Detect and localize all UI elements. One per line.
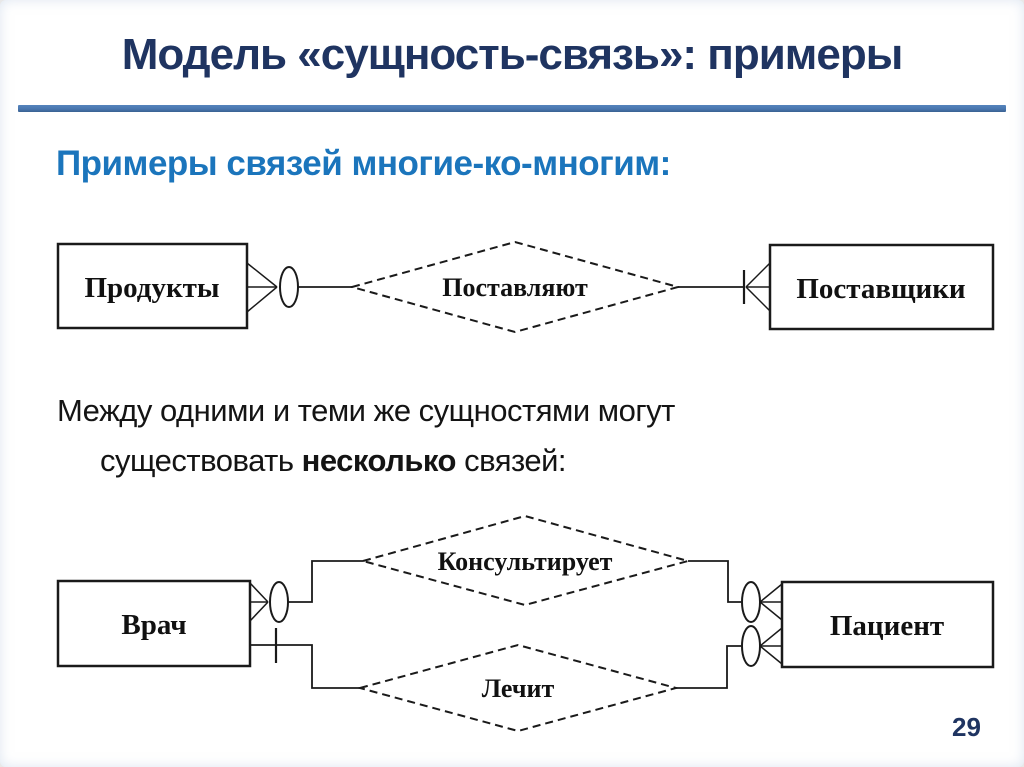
connector-line	[688, 560, 741, 603]
entity-box-products	[56, 242, 249, 330]
body-text-line2: существовать несколько связей:	[100, 443, 567, 479]
diagram-doctor-patient: Врач Консультирует Лечит	[56, 514, 995, 733]
relationship-diamond-consults	[359, 514, 692, 607]
diagram-products-suppliers: Продукты Поставляют Поставщики	[56, 240, 995, 334]
section-subtitle: Примеры связей многие-ко-многим:	[56, 144, 671, 183]
optional-oval-icon	[269, 581, 289, 623]
crow-foot-icon	[249, 582, 269, 622]
relationship-label-treats: Лечит	[482, 674, 555, 703]
crow-foot-icon	[759, 583, 783, 621]
connector-line	[676, 645, 741, 689]
optional-oval-icon	[741, 625, 761, 667]
body-text-line2-bold: несколько	[301, 443, 457, 478]
entity-label-doctor: Врач	[121, 609, 186, 641]
body-text-line2-suffix: связей:	[455, 443, 567, 478]
crow-foot-icon	[745, 262, 771, 312]
slide-title: Модель «сущность-связь»: примеры	[121, 30, 904, 79]
entity-label-products: Продукты	[84, 272, 219, 304]
entity-box-patient	[780, 580, 995, 669]
entity-box-doctor	[56, 579, 252, 668]
body-text-line1: Между одними и теми же сущностями могут	[57, 393, 675, 428]
connector-line	[288, 560, 363, 603]
crow-foot-icon	[246, 262, 278, 313]
entity-label-patient: Пациент	[830, 610, 944, 642]
entity-box-suppliers	[768, 243, 995, 331]
page-number: 29	[952, 712, 981, 742]
optional-oval-icon	[279, 266, 299, 308]
crow-foot-icon	[759, 627, 783, 665]
title-divider	[18, 105, 1006, 112]
body-text-line2-prefix: существовать	[100, 443, 302, 478]
relationship-label-consults: Консультирует	[438, 547, 613, 576]
entity-label-suppliers: Поставщики	[796, 273, 965, 305]
connector-line	[250, 644, 360, 689]
relationship-label-supply: Поставляют	[442, 273, 588, 302]
optional-oval-icon	[741, 581, 761, 623]
